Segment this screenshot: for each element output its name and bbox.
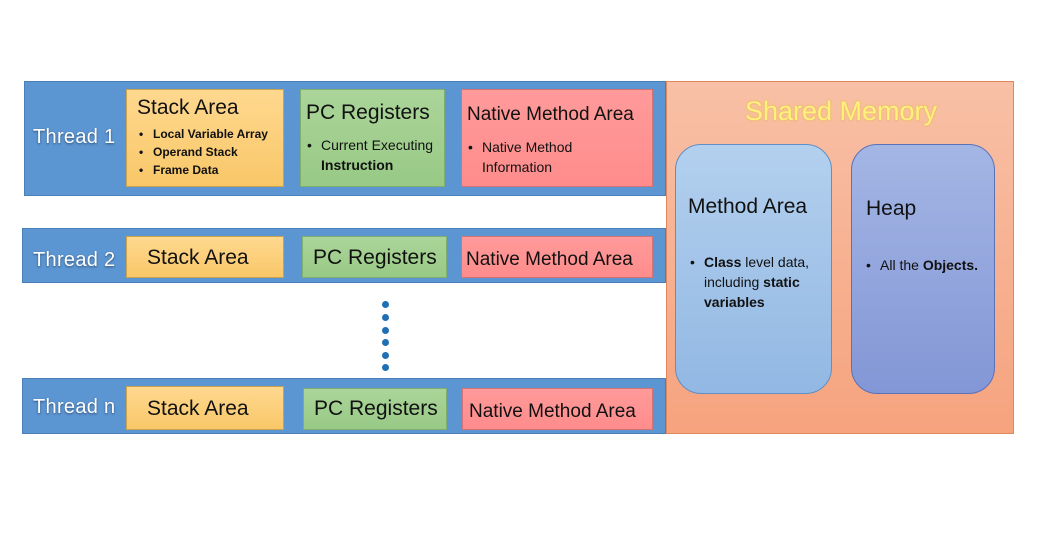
stack-area-title: Stack Area [147,246,249,269]
method-area-title: Method Area [688,195,808,218]
heap-box: Heap All the Objects. [851,144,995,394]
native-method-area-title: Native Method Area [469,401,636,422]
thread-1-stack-area: Stack Area Local Variable Array Operand … [126,89,284,187]
method-area-box: Method Area Class level data, including … [675,144,832,394]
method-area-item: Class level data, including static varia… [686,252,809,312]
method-area-item-bold-static: static [763,274,800,290]
pc-registers-item-line1: Current Executing [321,137,434,153]
thread-n-stack-area: Stack Area [126,386,284,430]
ellipsis-dot [382,339,389,346]
native-method-area-title: Native Method Area [467,104,634,125]
pc-registers-title: PC Registers [313,246,437,269]
stack-area-title: Stack Area [137,96,239,119]
stack-area-item: Frame Data [135,161,268,179]
heap-title: Heap [866,197,917,220]
native-method-area-list: Native Method Information [464,137,572,177]
shared-memory-title: Shared Memory [744,96,938,126]
ellipsis-dot [382,327,389,334]
native-method-area-item: Native Method Information [464,137,572,177]
thread-2-label: Thread 2 [33,249,116,271]
method-area-item-text: level data, [741,254,810,270]
thread-n-pc-registers: PC Registers [303,388,447,430]
method-area-list: Class level data, including static varia… [686,252,809,312]
method-area-item-bold-variables: variables [704,294,765,310]
pc-registers-title: PC Registers [306,101,430,124]
ellipsis-dot [382,301,389,308]
heap-item: All the Objects. [862,255,978,275]
stack-area-title: Stack Area [147,397,249,420]
ellipsis-dot [382,352,389,359]
ellipsis-dot [382,364,389,371]
heap-item-bold: Objects. [922,257,979,273]
stack-area-list: Local Variable Array Operand Stack Frame… [135,125,268,179]
thread-2-pc-registers: PC Registers [302,236,447,278]
pc-registers-list: Current Executing Instruction [303,135,433,175]
stack-area-item: Operand Stack [135,143,268,161]
method-area-item-bold-class: Class [704,254,742,270]
thread-2-stack-area: Stack Area [126,236,284,278]
native-method-area-item-line1: Native Method [482,139,573,155]
thread-1-label: Thread 1 [33,126,116,148]
thread-n-label: Thread n [33,396,116,418]
native-method-area-title: Native Method Area [466,249,633,270]
pc-registers-item-line2: Instruction [321,157,394,173]
shared-memory-panel: Shared Memory Method Area Class level da… [666,81,1014,434]
stack-area-item: Local Variable Array [135,125,268,143]
thread-1-pc-registers: PC Registers Current Executing Instructi… [300,89,445,187]
method-area-item-text: including [704,274,764,290]
thread-n-native-method-area: Native Method Area [462,388,653,430]
thread-1-native-method-area: Native Method Area Native Method Informa… [461,89,653,187]
thread-2-native-method-area: Native Method Area [461,236,653,278]
pc-registers-item: Current Executing Instruction [303,135,433,175]
ellipsis-dot [382,314,389,321]
heap-item-text: All the [880,257,923,273]
native-method-area-item-line2: Information [482,159,553,175]
heap-list: All the Objects. [862,255,978,275]
pc-registers-title: PC Registers [314,397,438,420]
